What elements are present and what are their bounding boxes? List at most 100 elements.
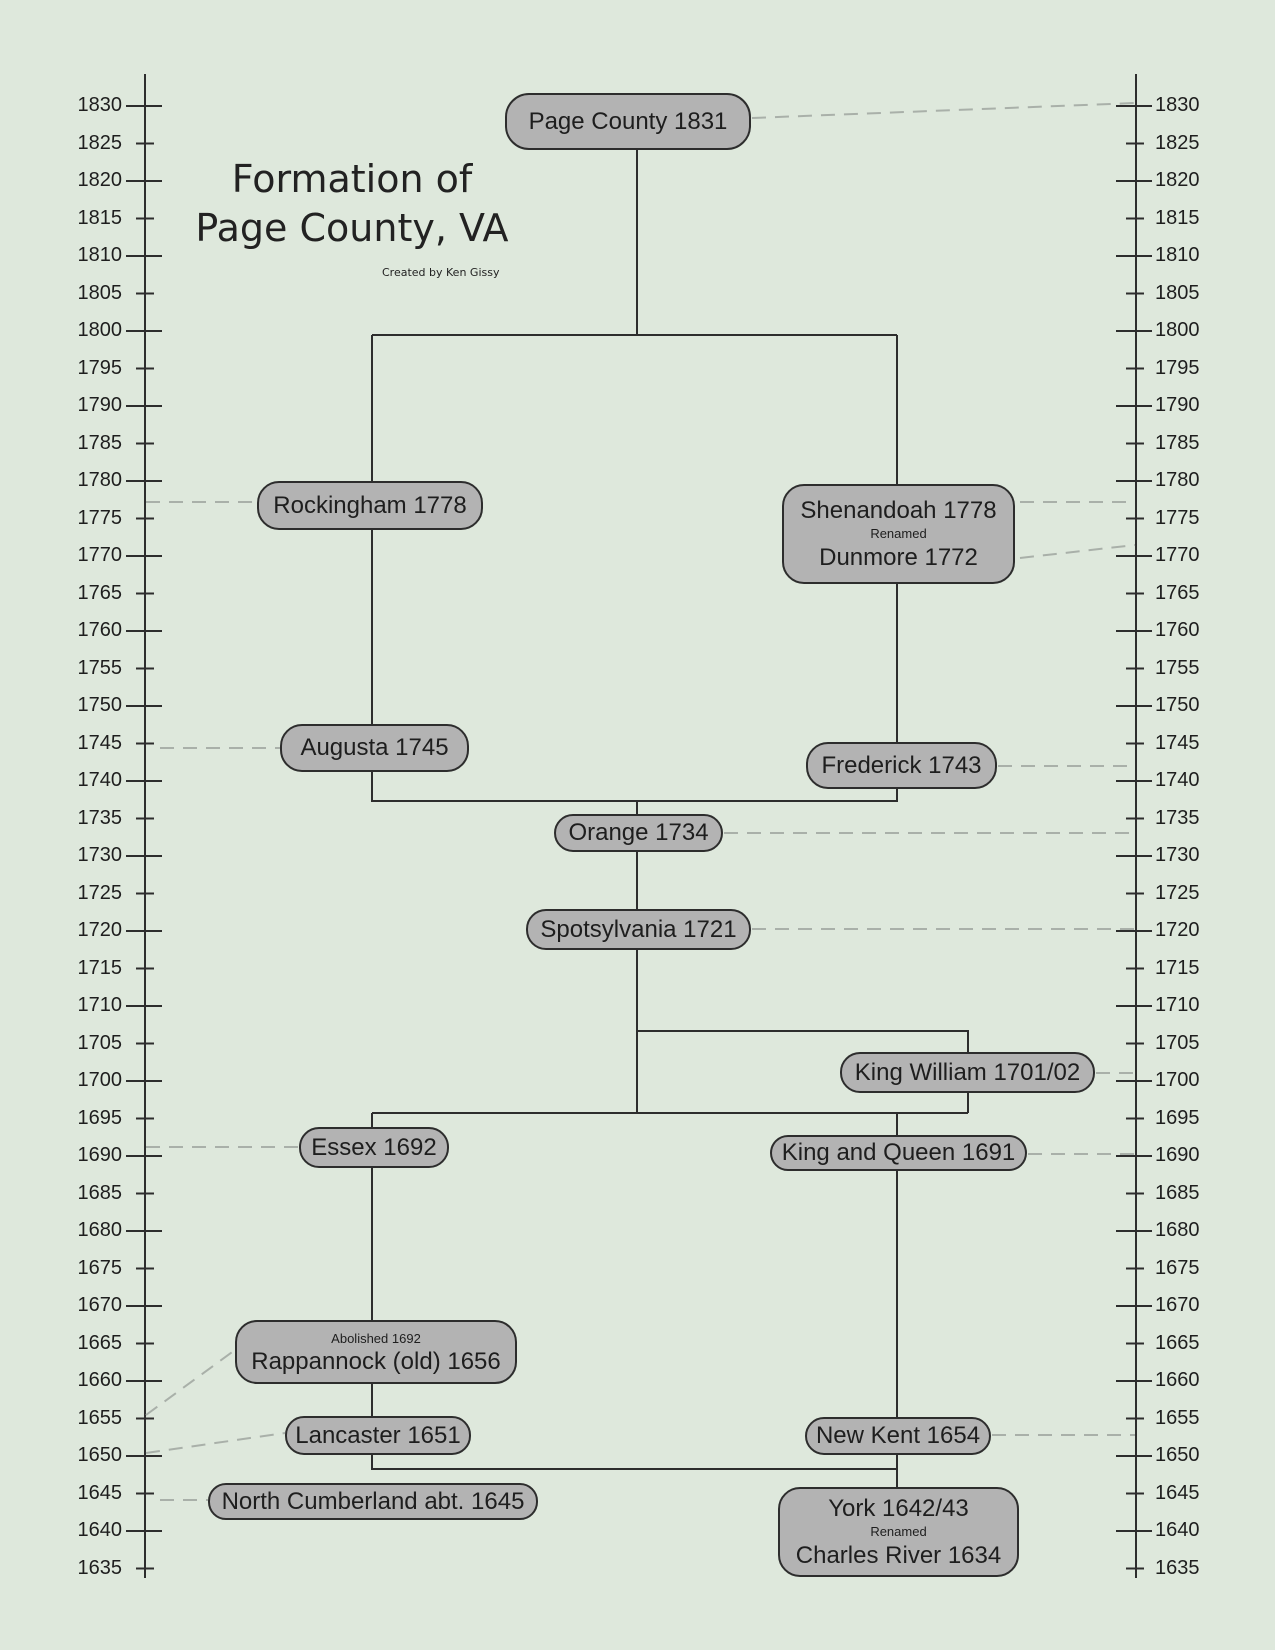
- node-shenandoah: Shenandoah 1778 Renamed Dunmore 1772: [782, 484, 1015, 584]
- year-label-left: 1760: [77, 619, 123, 641]
- year-label-right: 1695: [1155, 1106, 1200, 1129]
- year-label-left: 1715: [77, 956, 123, 979]
- year-label-left: 1650: [77, 1444, 123, 1466]
- year-label-right: 1675: [1155, 1256, 1200, 1279]
- year-label-left: 1765: [77, 581, 123, 604]
- year-label-right: 1640: [1155, 1519, 1200, 1541]
- year-label-left: 1750: [77, 694, 123, 716]
- year-label-left: 1695: [77, 1106, 123, 1129]
- year-label-right: 1725: [1155, 881, 1200, 904]
- connector-orange-merge: [371, 770, 898, 815]
- year-label-right: 1680: [1155, 1219, 1200, 1241]
- year-label-left: 1830: [77, 94, 123, 116]
- year-label-left: 1655: [77, 1406, 123, 1429]
- node-york: York 1642/43 Renamed Charles River 1634: [778, 1487, 1019, 1577]
- year-label-left: 1705: [77, 1031, 123, 1054]
- node-label-secondary: Charles River 1634: [795, 1541, 1002, 1569]
- year-label-right: 1780: [1155, 469, 1200, 491]
- node-note: Abolished 1692: [331, 1330, 421, 1346]
- year-label-left: 1675: [77, 1256, 123, 1279]
- year-label-right: 1785: [1155, 431, 1200, 454]
- year-label-right: 1710: [1155, 994, 1200, 1016]
- year-label-right: 1685: [1155, 1181, 1200, 1204]
- node-label-secondary: Dunmore 1772: [819, 543, 978, 571]
- year-label-left: 1645: [77, 1481, 123, 1504]
- node-label: Orange 1734: [568, 819, 709, 847]
- node-label: York 1642/43: [828, 1494, 969, 1522]
- year-label-left: 1780: [77, 469, 123, 491]
- year-label-left: 1740: [77, 769, 123, 791]
- year-label-right: 1700: [1155, 1069, 1200, 1091]
- timeline-axes: [126, 74, 1152, 1578]
- year-label-left: 1810: [77, 244, 123, 266]
- connector-page-split: [371, 150, 898, 486]
- year-label-right: 1690: [1155, 1144, 1200, 1166]
- year-label-left: 1770: [77, 544, 123, 566]
- year-label-right: 1770: [1155, 544, 1200, 566]
- year-label-right: 1735: [1155, 806, 1200, 829]
- connector-lancaster-york: [371, 1455, 898, 1488]
- year-label-left: 1790: [77, 394, 123, 416]
- node-label: Page County 1831: [528, 107, 728, 135]
- year-label-left: 1775: [77, 506, 123, 529]
- node-label: New Kent 1654: [815, 1422, 981, 1450]
- title-line-1: Formation of: [231, 157, 473, 201]
- year-label-right: 1715: [1155, 956, 1200, 979]
- node-label: King William 1701/02: [854, 1058, 1081, 1086]
- year-label-left: 1745: [77, 731, 123, 754]
- node-frederick: Frederick 1743: [806, 742, 997, 789]
- year-label-right: 1800: [1155, 319, 1200, 341]
- year-label-right: 1740: [1155, 769, 1200, 791]
- year-label-left: 1640: [77, 1519, 123, 1541]
- year-label-left: 1665: [77, 1331, 123, 1354]
- year-label-left: 1690: [77, 1144, 123, 1166]
- node-king-william: King William 1701/02: [840, 1052, 1095, 1093]
- year-label-right: 1825: [1155, 131, 1200, 154]
- year-label-right: 1810: [1155, 244, 1200, 266]
- guide-page: [751, 102, 1136, 119]
- node-augusta: Augusta 1745: [280, 724, 469, 772]
- year-label-right: 1830: [1155, 94, 1200, 116]
- year-label-left: 1670: [77, 1294, 123, 1316]
- year-label-left: 1800: [77, 319, 123, 341]
- year-label-right: 1645: [1155, 1481, 1200, 1504]
- year-label-right: 1635: [1155, 1556, 1200, 1579]
- year-label-left: 1820: [77, 169, 123, 191]
- node-label: Essex 1692: [311, 1133, 437, 1161]
- year-label-left: 1805: [77, 281, 123, 304]
- year-label-left: 1785: [77, 431, 123, 454]
- tree-connectors: [371, 150, 969, 1488]
- year-label-left: 1700: [77, 1069, 123, 1091]
- year-label-right: 1760: [1155, 619, 1200, 641]
- node-north-cumberland: North Cumberland abt. 1645: [208, 1483, 538, 1520]
- year-label-right: 1805: [1155, 281, 1200, 304]
- year-label-left: 1730: [77, 844, 123, 866]
- node-spotsylvania: Spotsylvania 1721: [526, 909, 751, 950]
- node-rappannock: Abolished 1692 Rappannock (old) 1656: [235, 1320, 517, 1384]
- year-label-right: 1650: [1155, 1444, 1200, 1466]
- node-orange: Orange 1734: [554, 814, 723, 852]
- dashed-guides: [145, 102, 1136, 1501]
- node-king-and-queen: King and Queen 1691: [770, 1135, 1027, 1171]
- node-essex: Essex 1692: [299, 1127, 449, 1168]
- year-label-left: 1710: [77, 994, 123, 1016]
- year-label-right: 1775: [1155, 506, 1200, 529]
- node-label: King and Queen 1691: [781, 1139, 1016, 1167]
- node-new-kent: New Kent 1654: [805, 1417, 991, 1455]
- node-label: Rappannock (old) 1656: [251, 1347, 501, 1375]
- year-label-right: 1755: [1155, 656, 1200, 679]
- node-label: Shenandoah 1778: [800, 496, 997, 524]
- year-label-left: 1635: [77, 1556, 123, 1579]
- connector-spotsylvania-split: [371, 950, 969, 1136]
- node-rockingham: Rockingham 1778: [257, 481, 483, 530]
- guide-rappannock: [145, 1349, 236, 1416]
- node-label: Augusta 1745: [300, 734, 449, 762]
- credit-text: Created by Ken Gissy: [382, 266, 500, 279]
- year-label-right: 1765: [1155, 581, 1200, 604]
- year-label-right: 1720: [1155, 919, 1200, 941]
- year-label-right: 1660: [1155, 1369, 1200, 1391]
- node-label: Spotsylvania 1721: [540, 915, 737, 943]
- year-label-left: 1755: [77, 656, 123, 679]
